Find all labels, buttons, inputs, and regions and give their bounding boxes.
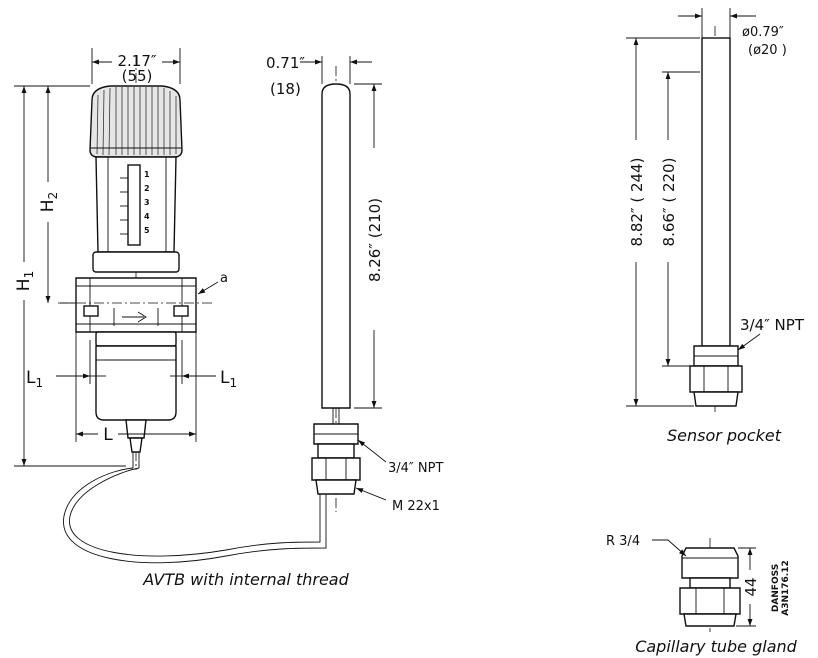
gland-stamp-line1: DANFOSS [771, 564, 781, 612]
pocket-total-length: 8.82″ ( 244) [628, 158, 646, 247]
avtb-valve: 1 2 3 4 5 [58, 55, 327, 564]
adjustment-knob [89, 85, 183, 158]
valve-width-in: 2.17″ [117, 52, 156, 70]
scale-housing: 1 2 3 4 5 [95, 156, 177, 253]
valve-width-mm: (55) [122, 67, 153, 85]
pocket-dimensions: ø0.79″ (ø20 ) 8.82″ ( 244) 8.66″ ( 220) … [626, 8, 805, 407]
label-l: L [103, 425, 113, 445]
caption-capillary-gland: Capillary tube gland [635, 637, 797, 656]
sensor-dimensions: 0.71″ (18) 8.26″ (210) 3/4″ NPT M 22x1 [266, 54, 443, 514]
sensor-bulb [311, 66, 361, 512]
capillary-gland [679, 538, 741, 632]
scale-mark-5: 5 [144, 226, 150, 235]
gland-dimensions: R 3/4 44 DANFOSS A3N176.12 [606, 534, 791, 627]
label-h1: H1 [14, 271, 36, 291]
pocket-insert-length: 8.66″ ( 220) [660, 158, 678, 247]
scale-mark-3: 3 [144, 198, 150, 207]
bulb-length: 8.26″ (210) [366, 198, 384, 282]
label-h2: H2 [38, 192, 60, 212]
label-port-a: a [220, 271, 228, 286]
caption-avtb: AVTB with internal thread [142, 570, 349, 589]
scale-mark-2: 2 [144, 184, 150, 193]
label-l1-left: L1 [26, 368, 43, 390]
avtb-dimensions: 2.17″ (55) H1 H2 L1 L1 L [14, 48, 237, 467]
bulb-diameter-in: 0.71″ [266, 54, 305, 72]
bulb-gland-thread: M 22x1 [392, 499, 440, 514]
gland-thread: R 3/4 [606, 534, 640, 549]
gland-height: 44 [742, 577, 760, 596]
capillary-tube [63, 467, 327, 564]
bulb-diameter-mm: (18) [270, 80, 301, 98]
pocket-diameter-mm: (ø20 ) [748, 43, 787, 58]
bulb-thread: 3/4″ NPT [388, 461, 443, 476]
valve-body [75, 251, 197, 468]
label-l1-right: L1 [220, 368, 237, 390]
scale-mark-4: 4 [144, 212, 150, 221]
gland-stamp-line2: A3N176.12 [781, 560, 791, 616]
sensor-pocket [689, 26, 743, 412]
caption-sensor-pocket: Sensor pocket [667, 426, 782, 445]
pocket-diameter-in: ø0.79″ [742, 25, 784, 40]
scale-mark-1: 1 [144, 170, 150, 179]
pocket-thread: 3/4″ NPT [740, 316, 805, 334]
